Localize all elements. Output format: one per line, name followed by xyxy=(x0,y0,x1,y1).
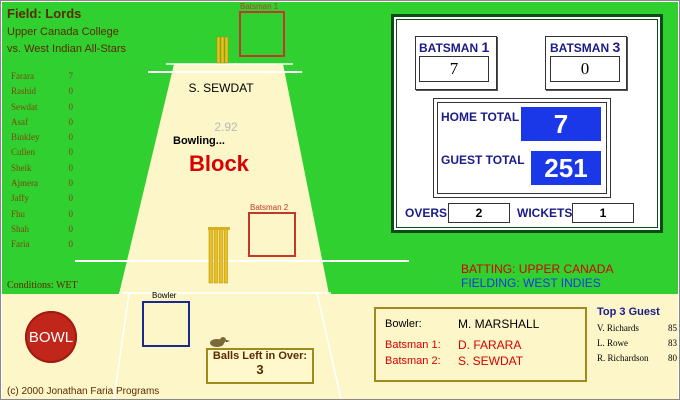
batsman2-position xyxy=(248,212,296,257)
batsman2-position-label: Batsman 2 xyxy=(250,203,289,212)
balls-left-label: Balls Left in Over: xyxy=(212,350,308,362)
info-batsman1-label: Batsman 1: xyxy=(385,339,441,351)
top3-title: Top 3 Guest xyxy=(597,306,660,318)
info-bowler-name: M. MARSHALL xyxy=(458,317,540,331)
copyright: (c) 2000 Jonathan Faria Programs xyxy=(7,386,160,397)
scoreboard-inner: BATSMAN 1 7 BATSMAN 3 0 HOME TOTAL 7 GUE… xyxy=(396,19,658,228)
batsman1-position-label: Batsman 1 xyxy=(240,2,279,11)
bowling-status: Bowling... xyxy=(173,135,225,147)
player-info-panel: Bowler: M. MARSHALL Batsman 1: D. FARARA… xyxy=(374,307,587,382)
fielding-team: FIELDING: WEST INDIES xyxy=(461,276,601,290)
batting-team: BATTING: UPPER CANADA xyxy=(461,262,614,276)
home-total-label: HOME TOTAL xyxy=(441,110,520,124)
guest-total-label: GUEST TOTAL xyxy=(441,153,525,167)
wickets-value: 1 xyxy=(572,203,634,223)
conditions-label: Conditions: WET xyxy=(7,280,78,291)
bowler-position xyxy=(142,301,190,347)
crease-line xyxy=(316,292,342,399)
pitch-strip xyxy=(119,64,329,294)
info-batsman2-label: Batsman 2: xyxy=(385,355,441,367)
info-bowler-label: Bowler: xyxy=(385,318,422,330)
crease-line xyxy=(113,292,130,399)
near-wicket xyxy=(208,227,230,284)
batsman-b-label: BATSMAN 3 xyxy=(550,39,621,55)
ball-speed: 2.92 xyxy=(214,120,238,134)
striker-name: S. SEWDAT xyxy=(188,81,254,95)
info-batsman2-name: S. SEWDAT xyxy=(458,354,524,368)
far-wicket xyxy=(216,36,229,64)
bowler-position-label: Bowler xyxy=(152,291,177,300)
batsman-a-score: 7 xyxy=(419,56,489,82)
balls-left-value: 3 xyxy=(256,362,264,377)
wickets-label: WICKETS xyxy=(517,206,573,220)
overs-label: OVERS xyxy=(405,206,448,220)
scoreboard: BATSMAN 1 7 BATSMAN 3 0 HOME TOTAL 7 GUE… xyxy=(391,14,663,233)
shot-result: Block xyxy=(189,151,249,176)
batsman-b-score: 0 xyxy=(550,56,620,82)
overs-value: 2 xyxy=(448,203,510,223)
batsman-a-label: BATSMAN 1 xyxy=(419,39,490,55)
info-batsman1-name: D. FARARA xyxy=(458,338,522,352)
away-team-label: vs. West Indian All-Stars xyxy=(7,43,127,55)
batsman1-position xyxy=(239,11,285,57)
bowl-button[interactable]: BOWL xyxy=(25,311,77,363)
home-total-value: 7 xyxy=(521,107,601,141)
field-title: Field: Lords xyxy=(7,6,82,21)
balls-left-panel: Balls Left in Over: 3 xyxy=(206,348,314,384)
guest-total-value: 251 xyxy=(531,151,601,185)
bird-icon xyxy=(210,337,230,347)
home-team-label: Upper Canada College xyxy=(7,26,119,38)
